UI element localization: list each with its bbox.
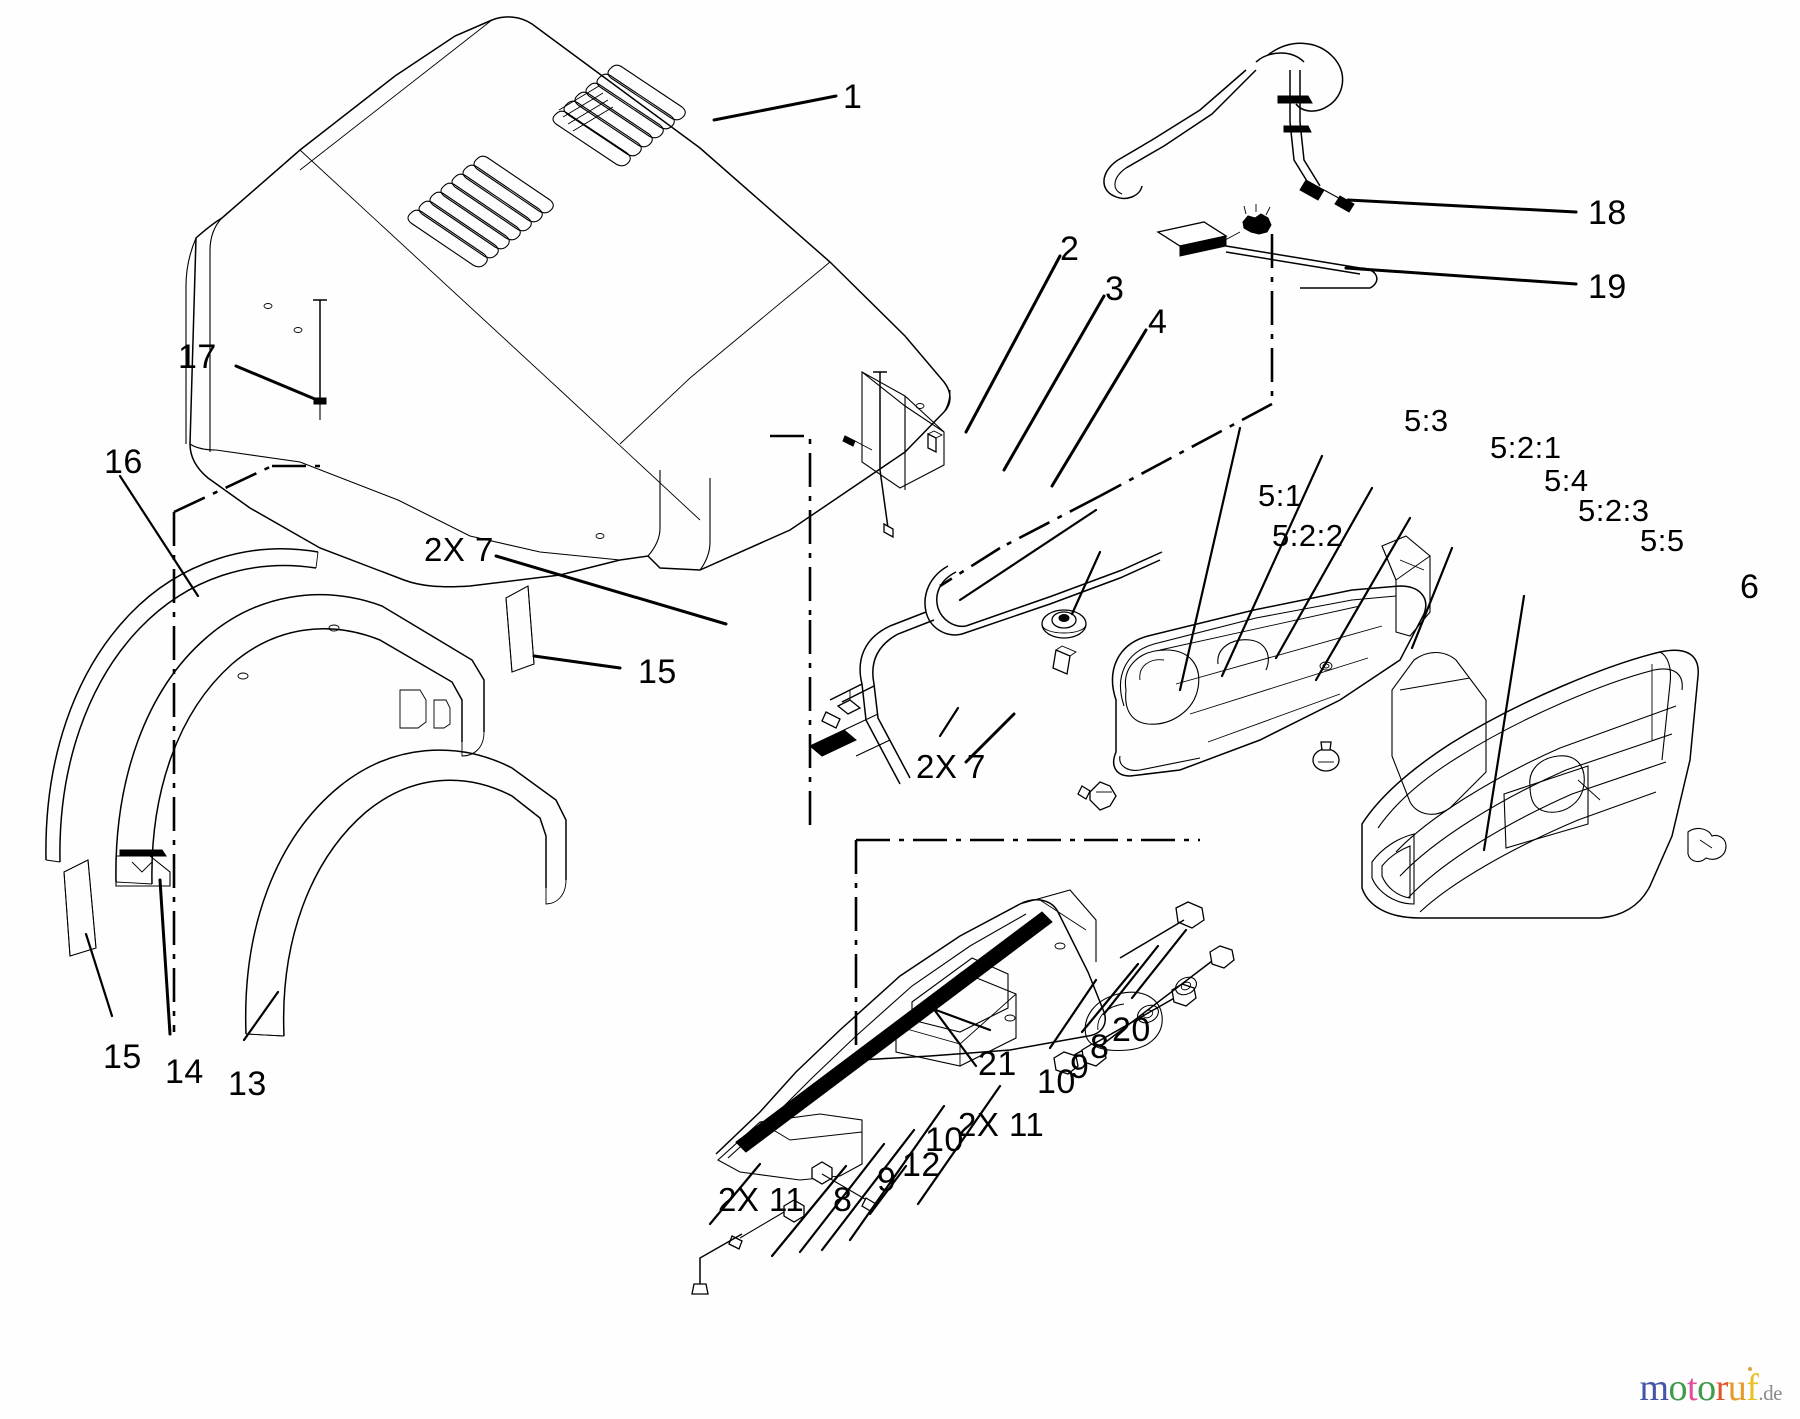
- part-fender-13: [244, 749, 567, 1037]
- callout-3: 3: [1105, 270, 1125, 308]
- callout-9: 9: [877, 1161, 897, 1199]
- callout-2x-7: 2X 7: [424, 531, 494, 568]
- part-lens-5-5: [1391, 651, 1487, 815]
- watermark-tld: .de: [1758, 1381, 1782, 1405]
- part-grille: [1361, 649, 1699, 919]
- callout-2x-11: 2X 11: [958, 1106, 1045, 1143]
- callout-20: 20: [1112, 1011, 1151, 1049]
- part-wedge-15-upper: [505, 585, 535, 673]
- watermark-letter-6: f: [1746, 1367, 1759, 1409]
- watermark-letter-4: r: [1715, 1367, 1729, 1409]
- callout-21: 21: [978, 1045, 1017, 1083]
- callout-15: 15: [638, 653, 677, 691]
- callout-6: 6: [1740, 568, 1760, 606]
- callout-5-4: 5:4: [1544, 463, 1589, 498]
- callout-16: 16: [104, 443, 143, 481]
- callout-2: 2: [1060, 230, 1080, 268]
- callout-2x-11: 2X 11: [718, 1181, 805, 1218]
- part-headlight-assembly: [809, 535, 1487, 815]
- watermark-letters: motoruf: [1639, 1367, 1758, 1409]
- part-console-bracket: [691, 889, 1235, 1295]
- part-bulb-5-3: [1312, 741, 1340, 772]
- callout-5-3: 5:3: [1404, 403, 1449, 438]
- part-wedge-15-lower: [63, 859, 97, 957]
- hood-vent-lower: [407, 155, 554, 268]
- watermark-letter-5: u: [1727, 1367, 1747, 1409]
- center-lines: [172, 234, 1274, 1046]
- hood-vent-upper: [552, 64, 686, 167]
- watermark-logo: motoruf.de: [1639, 1367, 1782, 1409]
- callout-15: 15: [103, 1038, 142, 1076]
- callout-9: 9: [1070, 1048, 1090, 1086]
- watermark-letter-2: t: [1687, 1367, 1698, 1409]
- part-fender-14: [115, 593, 485, 887]
- callout-13: 13: [228, 1065, 267, 1103]
- callout-17: 17: [178, 338, 217, 376]
- callout-19: 19: [1588, 268, 1627, 306]
- part-fender-trim-16: [45, 548, 319, 863]
- callout-18: 18: [1588, 194, 1627, 232]
- callout-10: 10: [1037, 1063, 1076, 1101]
- watermark-letter-1: o: [1668, 1367, 1688, 1409]
- part-fastener-2x7-hood-edge: [821, 711, 841, 729]
- part-hood-bracket: [842, 370, 945, 539]
- callout-8: 8: [833, 1181, 853, 1219]
- callout-5-1: 5:1: [1258, 478, 1303, 513]
- callout-8: 8: [1090, 1028, 1110, 1066]
- callout-2x-7: 2X 7: [916, 748, 986, 785]
- callout-4: 4: [1148, 303, 1168, 341]
- callout-1: 1: [843, 78, 863, 116]
- callout-5-2-3: 5:2:3: [1578, 493, 1650, 528]
- part-fastener-2x7-left: [836, 690, 862, 715]
- part-switch-5-2-2: [1041, 609, 1087, 639]
- leader-lines: [84, 94, 1578, 1258]
- watermark-dot: [1748, 1367, 1752, 1371]
- harness-connector-block: [1156, 221, 1378, 289]
- callout-10: 10: [925, 1121, 964, 1159]
- watermark-letter-3: o: [1697, 1367, 1716, 1409]
- watermark-letter-0: m: [1639, 1367, 1669, 1409]
- part-grille-clip: [1687, 827, 1727, 863]
- callout-5-2-2: 5:2:2: [1272, 518, 1344, 553]
- part-hood: [185, 16, 951, 588]
- callout-5-5: 5:5: [1640, 523, 1685, 558]
- pivot-pin: [691, 1233, 743, 1295]
- part-headlight-housing: [1111, 585, 1427, 777]
- part-wiring-harness: [1103, 42, 1378, 289]
- callout-12: 12: [902, 1146, 941, 1184]
- callout-5-2-1: 5:2:1: [1490, 430, 1562, 465]
- callout-14: 14: [165, 1053, 204, 1091]
- fastener-cluster-right: [1053, 901, 1235, 1075]
